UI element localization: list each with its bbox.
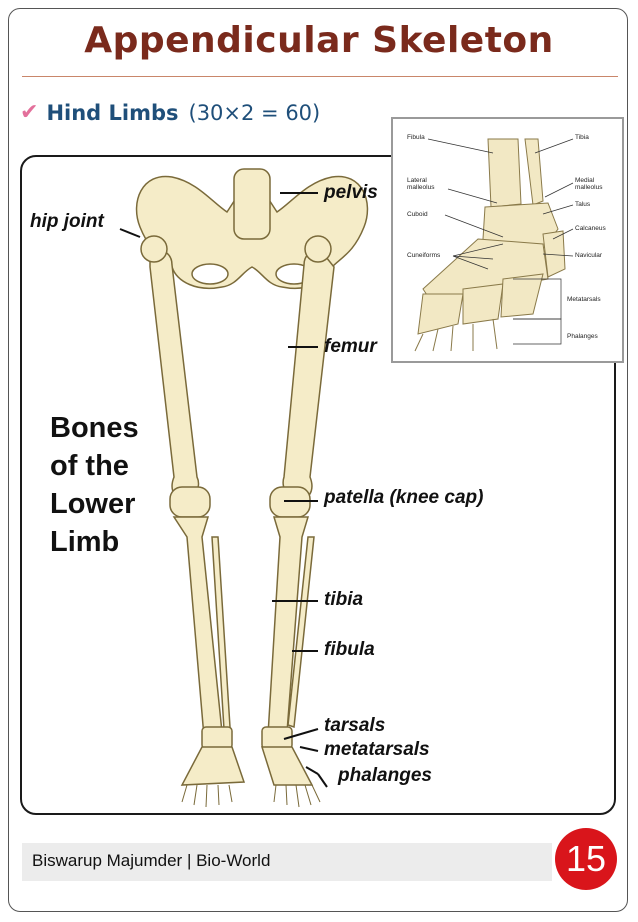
figure-caption: Bones of the Lower Limb [50,409,139,561]
bullet-hind-limbs: ✔ Hind Limbs (30×2 = 60) [20,100,320,125]
inset-label-navicular: Navicular [575,252,603,259]
page-number-badge: 15 [555,828,617,890]
caption-line: Bones [50,412,139,444]
inset-label-fibula: Fibula [407,134,425,141]
footer-bar [22,843,552,881]
inset-label-calcaneus: Calcaneus [575,225,606,232]
foot-inset-diagram: Fibula Tibia Lateral malleolus Medial ma… [391,117,624,363]
inset-label-cuboid: Cuboid [407,211,428,218]
label-tibia: tibia [324,589,364,610]
bullet-label: Hind Limbs [46,100,179,125]
inset-label-tibia: Tibia [575,134,589,141]
inset-label-lateral-malleolus: Lateral malleolus [407,177,435,191]
foot-illustration [414,138,574,352]
label-hip-joint: hip joint [30,211,104,232]
label-fibula: fibula [324,639,375,660]
label-tarsals: tarsals [324,715,386,736]
label-patella: patella (knee cap) [324,487,484,508]
slide-frame [8,8,628,912]
lower-limb-figure: hip joint pelvis femur patella (knee cap… [20,155,616,815]
label-metatarsals: metatarsals [324,739,430,760]
label-phalanges: phalanges [338,765,432,786]
label-femur: femur [324,336,377,357]
lower-limb-illustration [119,168,369,808]
label-pelvis: pelvis [324,182,378,203]
caption-line: of the [50,450,129,482]
inset-label-metatarsals: Metatarsals [567,296,601,303]
checkmark-icon: ✔ [20,100,39,125]
footer-author: Biswarup Majumder | Bio-World [32,851,271,870]
title-divider [22,76,618,77]
inset-label-talus: Talus [575,201,591,208]
inset-label-medial-malleolus: Medial malleolus [575,177,603,191]
bullet-detail: (30×2 = 60) [188,100,321,125]
inset-label-cuneiforms: Cuneiforms [407,252,441,259]
caption-line: Limb [50,526,120,558]
caption-line: Lower [50,488,136,520]
slide-title: Appendicular Skeleton [84,20,554,61]
inset-label-phalanges: Phalanges [567,333,598,340]
